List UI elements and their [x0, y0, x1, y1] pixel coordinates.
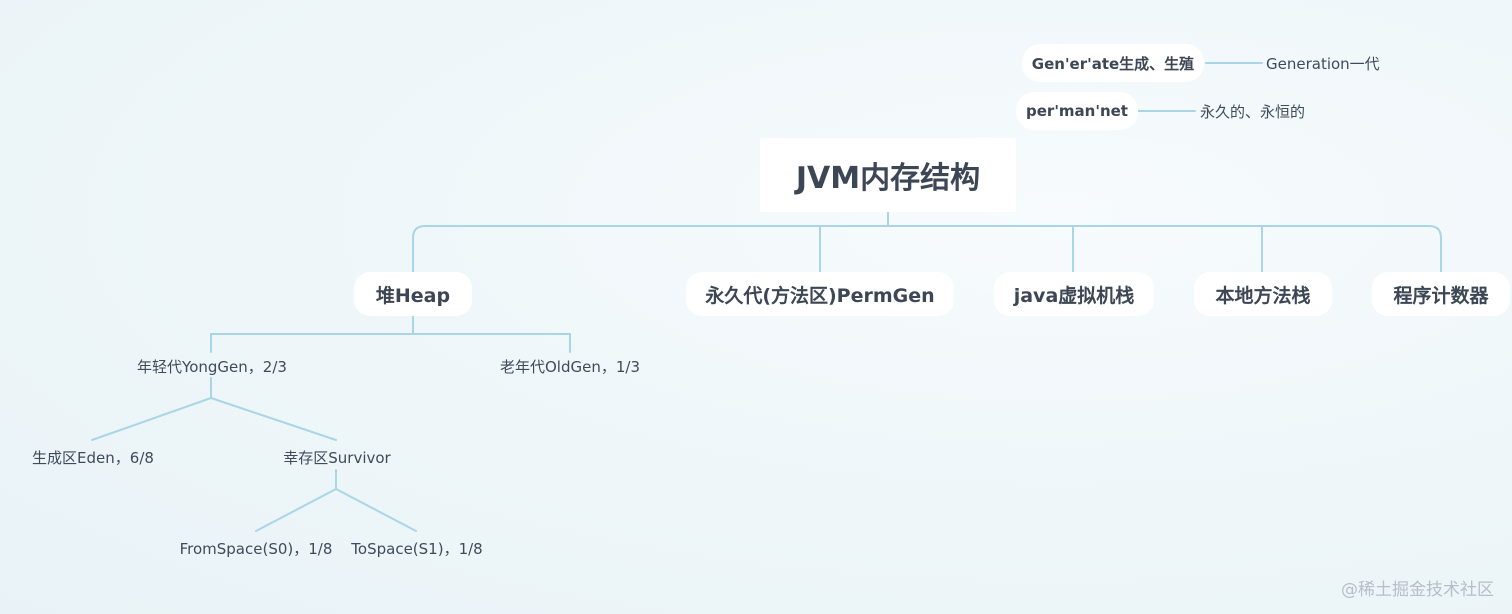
- connector-heap-bus: [210, 333, 571, 353]
- connector-young-eden: [91, 377, 212, 441]
- watermark: @稀土掘金技术社区: [1341, 580, 1494, 600]
- floating-topic-generate[interactable]: Gen'er'ate生成、生殖: [1022, 44, 1204, 82]
- branch-jvm-stack[interactable]: java虚拟机栈: [994, 272, 1154, 316]
- floating-note-generation[interactable]: Generation一代: [1266, 54, 1380, 73]
- young-survivor[interactable]: 幸存区Survivor: [283, 448, 391, 467]
- floating-topic-permanent[interactable]: per'man'net: [1016, 92, 1138, 130]
- young-eden[interactable]: 生成区Eden，6/8: [32, 448, 154, 467]
- branch-heap[interactable]: 堆Heap: [354, 272, 472, 316]
- connector-root-bus: [412, 225, 1442, 277]
- connector-survivor-s1: [335, 488, 417, 532]
- branch-permgen[interactable]: 永久代(方法区)PermGen: [686, 272, 954, 316]
- floating-note-permanent[interactable]: 永久的、永恒的: [1200, 102, 1306, 121]
- heap-old-gen[interactable]: 老年代OldGen，1/3: [500, 357, 640, 376]
- survivor-s1[interactable]: ToSpace(S1)，1/8: [351, 539, 483, 558]
- heap-young-gen[interactable]: 年轻代YongGen，2/3: [137, 357, 287, 376]
- branch-native-stack[interactable]: 本地方法栈: [1194, 272, 1332, 316]
- connector-survivor-s0: [255, 469, 337, 532]
- root-topic[interactable]: JVM内存结构: [760, 138, 1016, 212]
- connector-young-survivor: [210, 397, 337, 441]
- survivor-s0[interactable]: FromSpace(S0)，1/8: [179, 539, 333, 558]
- branch-pc-register[interactable]: 程序计数器: [1372, 272, 1510, 316]
